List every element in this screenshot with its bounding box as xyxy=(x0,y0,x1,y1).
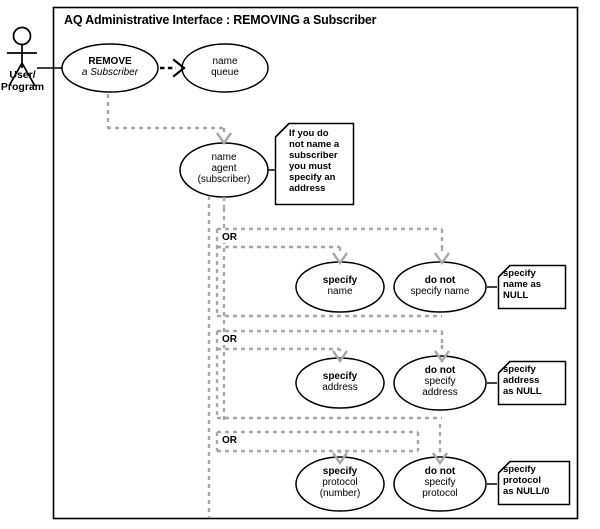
note-protocol-null-text: specify protocol as NULL/0 xyxy=(503,464,550,498)
page-title: AQ Administrative Interface : REMOVING a… xyxy=(64,13,377,27)
use-case-specify-protocol[interactable] xyxy=(295,456,385,512)
arrowhead-into-do-not-specify-protocol xyxy=(432,452,448,466)
arrowhead-into-name-agent xyxy=(216,132,232,146)
note-address-null-text: specify address as NULL xyxy=(503,364,542,398)
actor-user-program-figure xyxy=(7,26,37,87)
note-address-required-shape xyxy=(274,122,355,206)
note-name-null-text: specify name as NULL xyxy=(503,268,542,302)
or-label-name: OR xyxy=(221,232,238,243)
relation-remove-to-name-agent xyxy=(106,94,226,133)
use-case-name-queue[interactable] xyxy=(181,43,269,93)
arrowhead-into-specify-protocol xyxy=(332,452,348,466)
note-address-required-text: If you do not name a subscriber you must… xyxy=(289,128,340,195)
or-group-address-bracket xyxy=(215,329,444,420)
use-case-remove-subscriber[interactable] xyxy=(61,43,159,93)
actor-label: User/ Program xyxy=(0,69,45,93)
arrowhead-into-specify-name xyxy=(332,252,348,266)
arrowhead-into-do-not-specify-name xyxy=(434,252,450,266)
note-protocol-null-shape xyxy=(497,460,571,506)
arrowhead-into-do-not-specify-address xyxy=(434,350,450,364)
use-case-do-not-specify-address[interactable] xyxy=(393,355,487,411)
use-case-do-not-specify-protocol[interactable] xyxy=(393,456,487,512)
use-case-specify-address[interactable] xyxy=(295,357,385,409)
note-name-null-shape xyxy=(497,264,567,310)
system-boundary-frame xyxy=(52,6,579,520)
or-group-name-bracket xyxy=(215,227,444,318)
or-group-protocol-bracket xyxy=(215,424,442,453)
arrowhead-into-specify-address xyxy=(332,350,348,364)
flow-trunk-lines xyxy=(207,196,226,518)
relation-remove-to-name-queue xyxy=(160,58,186,78)
or-label-protocol: OR xyxy=(221,435,238,446)
or-label-address: OR xyxy=(221,334,238,345)
note-address-null-shape xyxy=(497,360,567,406)
